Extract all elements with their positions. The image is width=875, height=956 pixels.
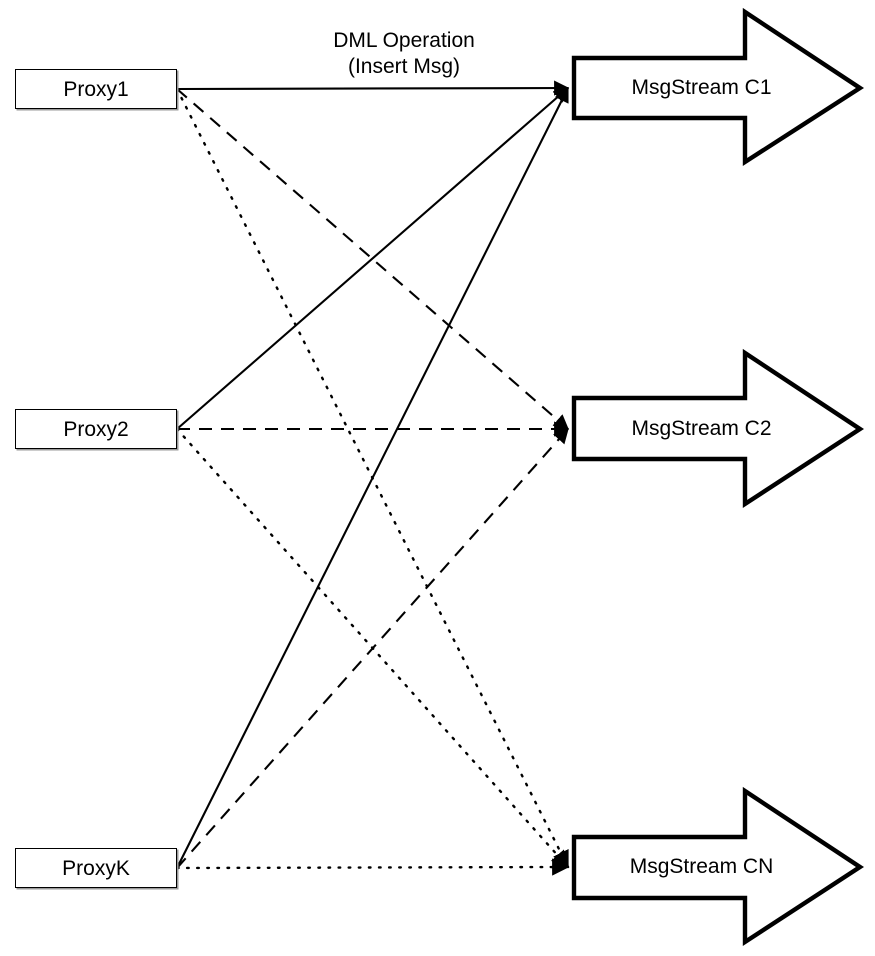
proxy-label-proxyK: ProxyK — [62, 856, 130, 880]
dml-operation-caption: DML Operation (Insert Msg) — [254, 28, 554, 79]
msgstream-label-cn: MsgStream CN — [629, 855, 774, 878]
msgstream-arrow-c2[interactable] — [571, 348, 865, 509]
proxy-node-proxy1[interactable]: Proxy1 — [15, 69, 177, 109]
proxy-label-proxy1: Proxy1 — [63, 77, 129, 101]
streams-group — [571, 7, 865, 947]
edges-group — [175, 80, 570, 876]
msgstream-arrow-c1[interactable] — [571, 7, 865, 167]
proxy-label-proxy2: Proxy2 — [63, 417, 129, 441]
edge-proxyK-c2 — [176, 428, 569, 869]
caption-line-2: (Insert Msg) — [347, 54, 460, 78]
edge-proxyK-c1 — [176, 86, 569, 869]
edge-proxyK-cn — [175, 858, 570, 876]
msgstream-arrow-cn[interactable] — [571, 786, 865, 947]
proxy-node-proxy2[interactable]: Proxy2 — [15, 409, 177, 449]
msgstream-label-c1: MsgStream C1 — [631, 76, 772, 99]
proxy-node-proxyK[interactable]: ProxyK — [15, 848, 177, 888]
edge-proxy2-c1 — [176, 87, 569, 430]
msgstream-label-c2: MsgStream C2 — [631, 417, 772, 440]
edge-proxy1-c1 — [176, 80, 570, 96]
caption-line-1: DML Operation — [333, 29, 475, 52]
